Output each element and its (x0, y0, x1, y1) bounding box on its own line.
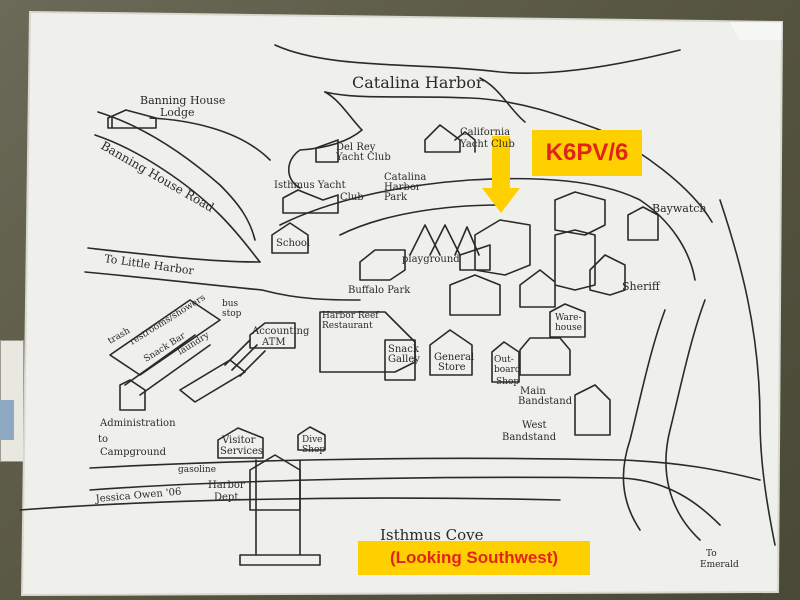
label-outboard-3: Shop (496, 377, 519, 387)
label-dive-2: Shop (302, 445, 325, 455)
label-accounting-2: ATM (261, 337, 286, 348)
location-arrow (482, 136, 520, 213)
hill-contour (149, 117, 271, 161)
label-delrey-1: Del Rey (336, 142, 376, 153)
label-gasoline: gasoline (178, 465, 216, 475)
east-road-1 (622, 309, 666, 531)
label-campground-1: to (98, 434, 108, 445)
label-harbor-dept-2: Dept. (214, 492, 242, 503)
map-paper (20, 10, 784, 597)
label-campground-2: Campground (100, 447, 167, 458)
isthmus-yacht-building (282, 189, 339, 214)
school-building (271, 222, 309, 254)
delrey-building (315, 139, 339, 163)
label-dive-1: Dive (302, 435, 323, 445)
label-harbor-reef-1: Harbor Reef (322, 311, 379, 321)
label-visitor-1: Visitor (221, 435, 256, 446)
label-playground: playground (402, 254, 460, 265)
label-emerald-2: Emerald (700, 560, 739, 570)
label-outboard-2: board (494, 365, 521, 375)
label-general-store-1: General (434, 352, 474, 363)
accounting-building (249, 322, 296, 349)
adjacent-paper-tint (0, 400, 14, 440)
label-ca-yacht-1: California (460, 127, 510, 138)
label-main-bandstand-2: Bandstand (518, 396, 573, 407)
callsign-label: K6PV/6 (532, 130, 642, 176)
center-cluster (449, 191, 606, 316)
east-ridge (719, 199, 776, 546)
ca-yacht-club-building (424, 124, 476, 153)
baywatch-building (627, 206, 659, 241)
beach-line (19, 497, 561, 511)
view-direction-label: (Looking Southwest) (358, 541, 590, 575)
restroom-buildings (109, 299, 221, 396)
label-ca-yacht-2: Yacht Club (459, 139, 515, 150)
label-warehouse-1: Ware- (555, 313, 582, 323)
main-road-north (279, 177, 696, 281)
label-emerald-1: To (706, 549, 717, 559)
admin-building (119, 379, 146, 411)
label-sheriff: Sheriff (622, 280, 661, 293)
label-main-bandstand-1: Main (520, 386, 546, 397)
visitor-services-building (217, 427, 264, 459)
banning-road-south (94, 134, 261, 263)
label-warehouse-2: house (555, 323, 582, 333)
label-isthmus-yacht-2: Club (340, 192, 364, 203)
label-harbor-reef-2: Restaurant (322, 321, 373, 331)
label-accounting-1: Accounting (251, 326, 310, 337)
main-road-inner (339, 204, 501, 236)
banning-road-north (97, 111, 256, 241)
label-harbor-dept-1: Harbor (208, 480, 245, 491)
label-isthmus-yacht-1: Isthmus Yacht (274, 180, 346, 191)
label-bus-1: bus (222, 299, 239, 309)
label-harbor-park-2: Harbor (384, 182, 421, 193)
label-banning-lodge-2: Lodge (160, 106, 195, 119)
main-road-west (261, 289, 361, 301)
little-harbor-road-north (87, 247, 261, 263)
label-snack-galley-1: Snack (388, 344, 420, 355)
general-store-building (429, 329, 473, 376)
sleeve-glare (730, 22, 782, 40)
harbor-dept-building (249, 454, 301, 511)
label-west-bandstand-2: Bandstand (502, 432, 557, 443)
east-road-2 (665, 299, 706, 541)
label-banning-lodge-1: Banning House (140, 94, 225, 107)
harbor-shore-north (274, 44, 681, 74)
label-general-store-2: Store (438, 362, 466, 373)
label-bus-2: stop (222, 309, 242, 319)
waterfront-north (89, 457, 761, 481)
main-bandstand-building (519, 337, 571, 376)
banning-lodge-building (107, 109, 157, 129)
label-visitor-2: Services (220, 446, 263, 457)
snack-galley-building (384, 339, 416, 381)
dive-shop-building (297, 426, 326, 451)
label-harbor-park-1: Catalina (384, 172, 426, 183)
label-outboard-1: Out- (494, 355, 514, 365)
buffalo-park-building (359, 249, 406, 281)
laundry-building (179, 359, 246, 403)
outboard-shop-building (491, 341, 520, 383)
label-administration: Administration (99, 418, 176, 429)
label-harbor-park-3: Park (384, 192, 408, 203)
west-bandstand-building (574, 384, 611, 436)
sheriff-building (589, 254, 626, 296)
waterfront-south (89, 476, 721, 526)
label-delrey-2: Yacht Club (335, 152, 391, 163)
label-catalina-harbor: Catalina Harbor (352, 73, 484, 92)
label-west-bandstand-1: West (522, 420, 547, 431)
little-harbor-road-south (84, 271, 263, 291)
harbor-cove (479, 77, 526, 123)
warehouse-building (549, 303, 586, 338)
label-buffalo-park: Buffalo Park (348, 285, 411, 296)
label-school: School (276, 238, 310, 249)
label-isthmus-cove: Isthmus Cove (380, 526, 484, 544)
harbor-shore-south (324, 91, 713, 223)
label-snack-galley-2: Galley (388, 354, 420, 365)
label-baywatch: Baywatch (652, 202, 707, 215)
